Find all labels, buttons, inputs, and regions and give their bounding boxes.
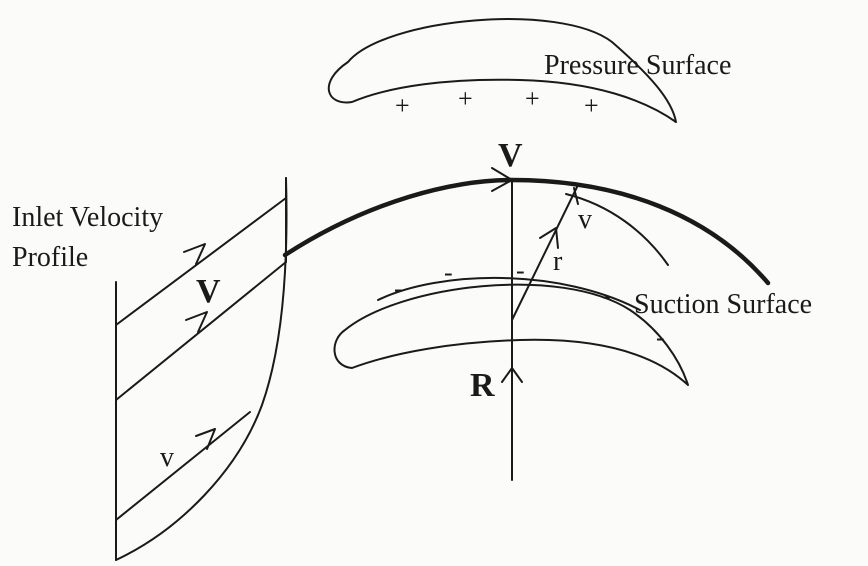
pressure-sign: +	[458, 84, 473, 113]
radius-r-line	[511, 184, 579, 321]
inlet-velocity-label-line2: Profile	[12, 242, 88, 273]
suction-surface-label: Suction Surface	[634, 289, 812, 320]
profile-vector	[115, 261, 287, 401]
small-velocity-arrow	[573, 187, 579, 205]
profile-curve	[115, 177, 288, 561]
radius-r-arrow	[539, 227, 559, 249]
small-velocity-arc	[565, 193, 669, 266]
lower-blade	[333, 283, 689, 386]
pressure-sign: +	[584, 91, 599, 120]
profile-arrowhead	[195, 428, 216, 450]
suction-sign: -	[656, 323, 665, 352]
suction-sign: -	[602, 281, 611, 310]
profile-vector	[115, 197, 287, 326]
velocity-top-label: V	[498, 137, 523, 174]
pressure-sign: +	[395, 91, 410, 120]
profile-arrowhead	[183, 243, 206, 265]
radius-R-label: R	[470, 367, 495, 404]
main-streamline	[282, 177, 771, 286]
suction-sign: -	[444, 258, 453, 287]
velocity-left-label: V	[196, 273, 221, 310]
inlet-velocity-label-line1: Inlet Velocity	[12, 202, 163, 233]
profile-vector	[115, 411, 251, 521]
pressure-surface-label: Pressure Surface	[544, 50, 731, 81]
velocity-small-blade-label: v	[578, 204, 592, 235]
profile-arrowhead	[185, 311, 208, 333]
radius-r-label: r	[553, 246, 563, 277]
suction-sign: -	[394, 274, 403, 303]
upper-blade	[327, 18, 677, 123]
suction-surface-curve	[377, 276, 641, 311]
pressure-sign: +	[525, 84, 540, 113]
radius-R-arrow	[501, 367, 523, 383]
velocity-small-profile-label: v	[160, 442, 174, 473]
suction-sign: -	[516, 256, 525, 285]
